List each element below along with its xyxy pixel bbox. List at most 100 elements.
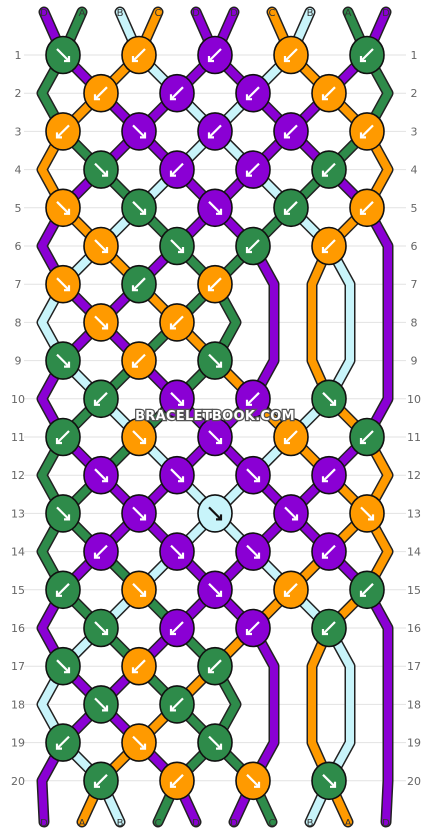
knot[interactable] [159, 685, 195, 724]
knot[interactable] [121, 494, 157, 533]
knot[interactable] [273, 35, 309, 75]
row-number-right: 15 [407, 584, 421, 597]
knot-direction-arrow [322, 468, 336, 482]
knot[interactable] [159, 532, 195, 571]
knot[interactable] [197, 264, 233, 304]
knot[interactable] [311, 226, 347, 266]
knot[interactable] [197, 188, 233, 228]
knot[interactable] [273, 494, 309, 533]
knot[interactable] [311, 532, 347, 571]
knot-arrow-head [359, 132, 366, 139]
knot-direction-arrow [94, 697, 108, 712]
row-number-right: 8 [411, 316, 418, 329]
knot[interactable] [121, 341, 157, 380]
knot[interactable] [349, 570, 385, 610]
knot[interactable] [121, 723, 157, 762]
knot-arrow-head [55, 438, 62, 445]
knot[interactable] [45, 646, 81, 686]
knot[interactable] [235, 150, 271, 189]
knot[interactable] [311, 150, 347, 189]
knot[interactable] [197, 417, 233, 457]
knot[interactable] [83, 455, 119, 495]
knot-direction-arrow [170, 544, 184, 559]
knot[interactable] [45, 264, 81, 304]
knot[interactable] [159, 150, 195, 189]
knot[interactable] [45, 112, 81, 151]
knot[interactable] [45, 723, 81, 762]
knot[interactable] [159, 608, 195, 648]
knot[interactable] [235, 761, 271, 801]
knot[interactable] [311, 761, 347, 801]
strand-label-top: D [230, 8, 238, 19]
knot-arrow-head [245, 94, 252, 101]
knot[interactable] [121, 264, 157, 304]
knot[interactable] [311, 455, 347, 495]
knot[interactable] [349, 112, 385, 151]
knot[interactable] [121, 570, 157, 610]
knot-arrow-head [245, 399, 252, 406]
knot[interactable] [197, 341, 233, 380]
watermark-text: BRACELETBOOK.COM [135, 409, 295, 424]
strand-label-bottom: C [155, 818, 162, 829]
strand-D [38, 8, 392, 826]
knot[interactable] [83, 73, 119, 113]
knot[interactable] [273, 570, 309, 610]
knot[interactable] [83, 303, 119, 342]
knot[interactable] [235, 532, 271, 571]
knot-arrow-head [64, 514, 71, 521]
knot[interactable] [235, 608, 271, 648]
knot-arrow-head [216, 514, 223, 521]
knot[interactable] [159, 379, 195, 419]
knot[interactable] [45, 341, 81, 380]
knot-direction-arrow [246, 392, 260, 406]
knot-direction-arrow [208, 583, 222, 597]
knot[interactable] [159, 226, 195, 266]
knot[interactable] [197, 646, 233, 686]
row-number-right: 1 [411, 49, 418, 62]
knot[interactable] [45, 35, 81, 75]
knot[interactable] [349, 35, 385, 75]
knot[interactable] [197, 494, 233, 533]
knot[interactable] [273, 188, 309, 228]
knot[interactable] [83, 608, 119, 648]
knot[interactable] [349, 417, 385, 457]
knot[interactable] [45, 494, 81, 533]
knot[interactable] [83, 379, 119, 419]
knot[interactable] [159, 73, 195, 113]
knot[interactable] [121, 112, 157, 151]
knot[interactable] [235, 379, 271, 419]
knot[interactable] [273, 417, 309, 457]
knot[interactable] [159, 761, 195, 801]
knot[interactable] [121, 188, 157, 228]
strand-D [38, 8, 278, 826]
knot[interactable] [121, 646, 157, 686]
knot[interactable] [273, 112, 309, 151]
knot[interactable] [83, 226, 119, 266]
knot[interactable] [83, 685, 119, 724]
knot[interactable] [197, 112, 233, 151]
knot-direction-arrow [284, 583, 298, 597]
knot[interactable] [235, 226, 271, 266]
knot[interactable] [45, 188, 81, 228]
knot[interactable] [121, 417, 157, 457]
knot[interactable] [197, 35, 233, 75]
knot[interactable] [159, 455, 195, 495]
knot[interactable] [159, 303, 195, 342]
knot[interactable] [45, 417, 81, 457]
knot[interactable] [349, 494, 385, 533]
knot[interactable] [83, 761, 119, 801]
knot[interactable] [235, 73, 271, 113]
knot[interactable] [121, 35, 157, 75]
knot[interactable] [311, 73, 347, 113]
knot-arrow-head [64, 56, 71, 63]
knot[interactable] [349, 188, 385, 228]
knot[interactable] [83, 532, 119, 571]
knot[interactable] [235, 455, 271, 495]
knot[interactable] [83, 150, 119, 189]
knot[interactable] [197, 723, 233, 762]
knot[interactable] [197, 570, 233, 610]
knot[interactable] [311, 379, 347, 419]
knot[interactable] [311, 608, 347, 648]
knot-arrow-head [93, 781, 100, 788]
knot[interactable] [45, 570, 81, 610]
